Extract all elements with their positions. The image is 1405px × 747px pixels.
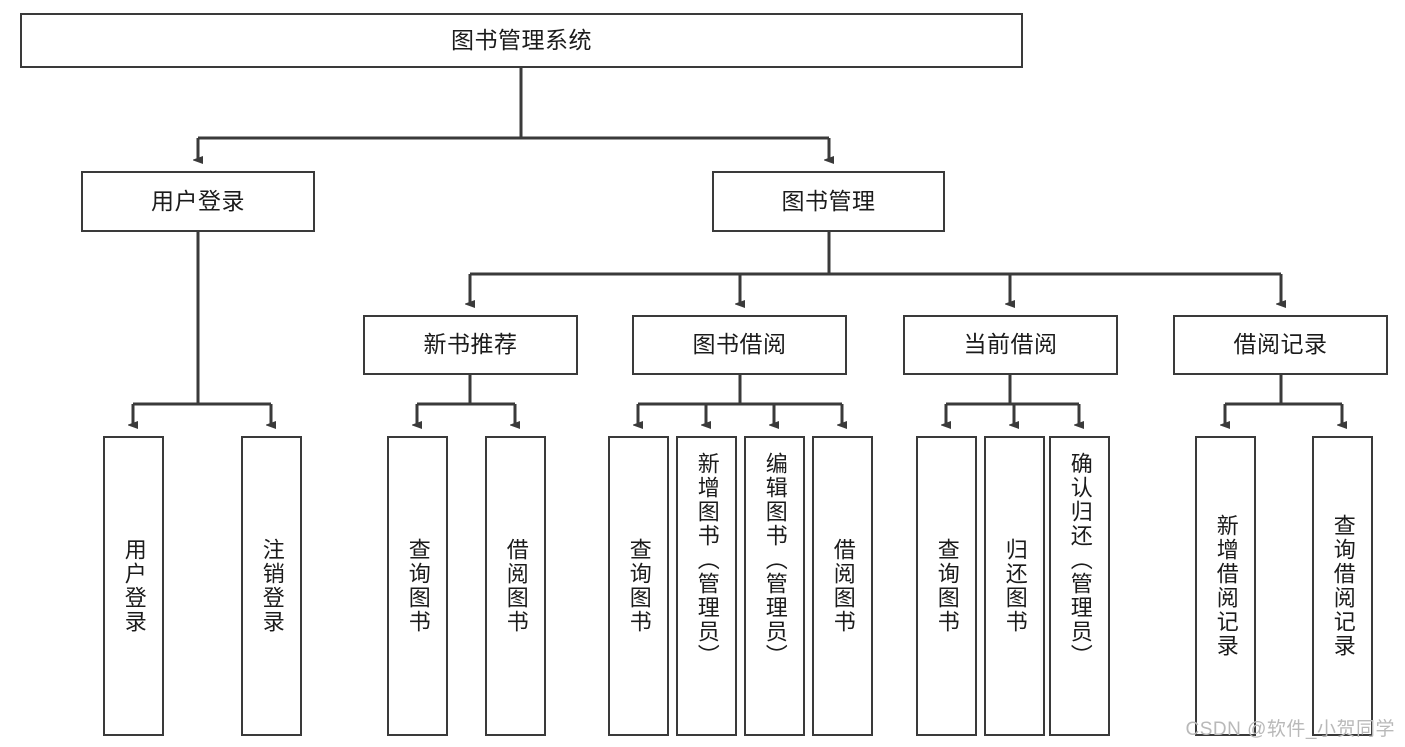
node-leaf-add-record[interactable]: 新增借阅记录 — [1195, 436, 1256, 736]
node-root-label: 图书管理系统 — [451, 26, 592, 53]
node-leaf-borrow-book[interactable]: 借阅图书 — [812, 436, 873, 736]
node-leaf-user-login[interactable]: 用户登录 — [103, 436, 164, 736]
node-leaf-query-record[interactable]: 查询借阅记录 — [1312, 436, 1373, 736]
node-leaf-query-book-borrow-label: 查询图书 — [626, 538, 652, 634]
node-leaf-borrow-book-recommend[interactable]: 借阅图书 — [485, 436, 546, 736]
node-leaf-borrow-book-recommend-label: 借阅图书 — [503, 538, 529, 634]
node-user-login[interactable]: 用户登录 — [81, 171, 315, 232]
node-leaf-confirm-return[interactable]: 确认归还（管理员） — [1049, 436, 1110, 736]
node-leaf-query-book-borrow[interactable]: 查询图书 — [608, 436, 669, 736]
node-leaf-return-book-label: 归还图书 — [1002, 538, 1028, 634]
node-book-manage-label: 图书管理 — [781, 187, 876, 214]
node-borrow-records[interactable]: 借阅记录 — [1173, 315, 1388, 375]
node-root[interactable]: 图书管理系统 — [20, 13, 1023, 68]
node-leaf-logout-label: 注销登录 — [259, 538, 285, 634]
node-new-book-recommend-label: 新书推荐 — [423, 331, 518, 358]
node-borrow-records-label: 借阅记录 — [1233, 331, 1328, 358]
node-user-login-label: 用户登录 — [151, 187, 245, 214]
node-leaf-query-record-label: 查询借阅记录 — [1330, 514, 1356, 658]
node-leaf-query-book-current[interactable]: 查询图书 — [916, 436, 977, 736]
node-current-borrow[interactable]: 当前借阅 — [903, 315, 1118, 375]
node-leaf-borrow-book-label: 借阅图书 — [830, 538, 856, 634]
node-new-book-recommend[interactable]: 新书推荐 — [363, 315, 578, 375]
node-leaf-add-book-label: 新增图书（管理员） — [694, 452, 720, 668]
node-book-manage[interactable]: 图书管理 — [712, 171, 945, 232]
node-leaf-return-book[interactable]: 归还图书 — [984, 436, 1045, 736]
node-leaf-confirm-return-label: 确认归还（管理员） — [1067, 452, 1093, 668]
node-leaf-logout[interactable]: 注销登录 — [241, 436, 302, 736]
node-current-borrow-label: 当前借阅 — [963, 331, 1058, 358]
node-book-borrow[interactable]: 图书借阅 — [632, 315, 847, 375]
node-leaf-edit-book[interactable]: 编辑图书（管理员） — [744, 436, 805, 736]
node-leaf-query-book-recommend[interactable]: 查询图书 — [387, 436, 448, 736]
node-leaf-add-record-label: 新增借阅记录 — [1213, 514, 1239, 658]
node-leaf-query-book-current-label: 查询图书 — [934, 538, 960, 634]
node-leaf-user-login-label: 用户登录 — [121, 538, 147, 634]
node-leaf-edit-book-label: 编辑图书（管理员） — [762, 452, 788, 668]
node-leaf-query-book-recommend-label: 查询图书 — [405, 538, 431, 634]
node-book-borrow-label: 图书借阅 — [692, 331, 787, 358]
node-leaf-add-book[interactable]: 新增图书（管理员） — [676, 436, 737, 736]
